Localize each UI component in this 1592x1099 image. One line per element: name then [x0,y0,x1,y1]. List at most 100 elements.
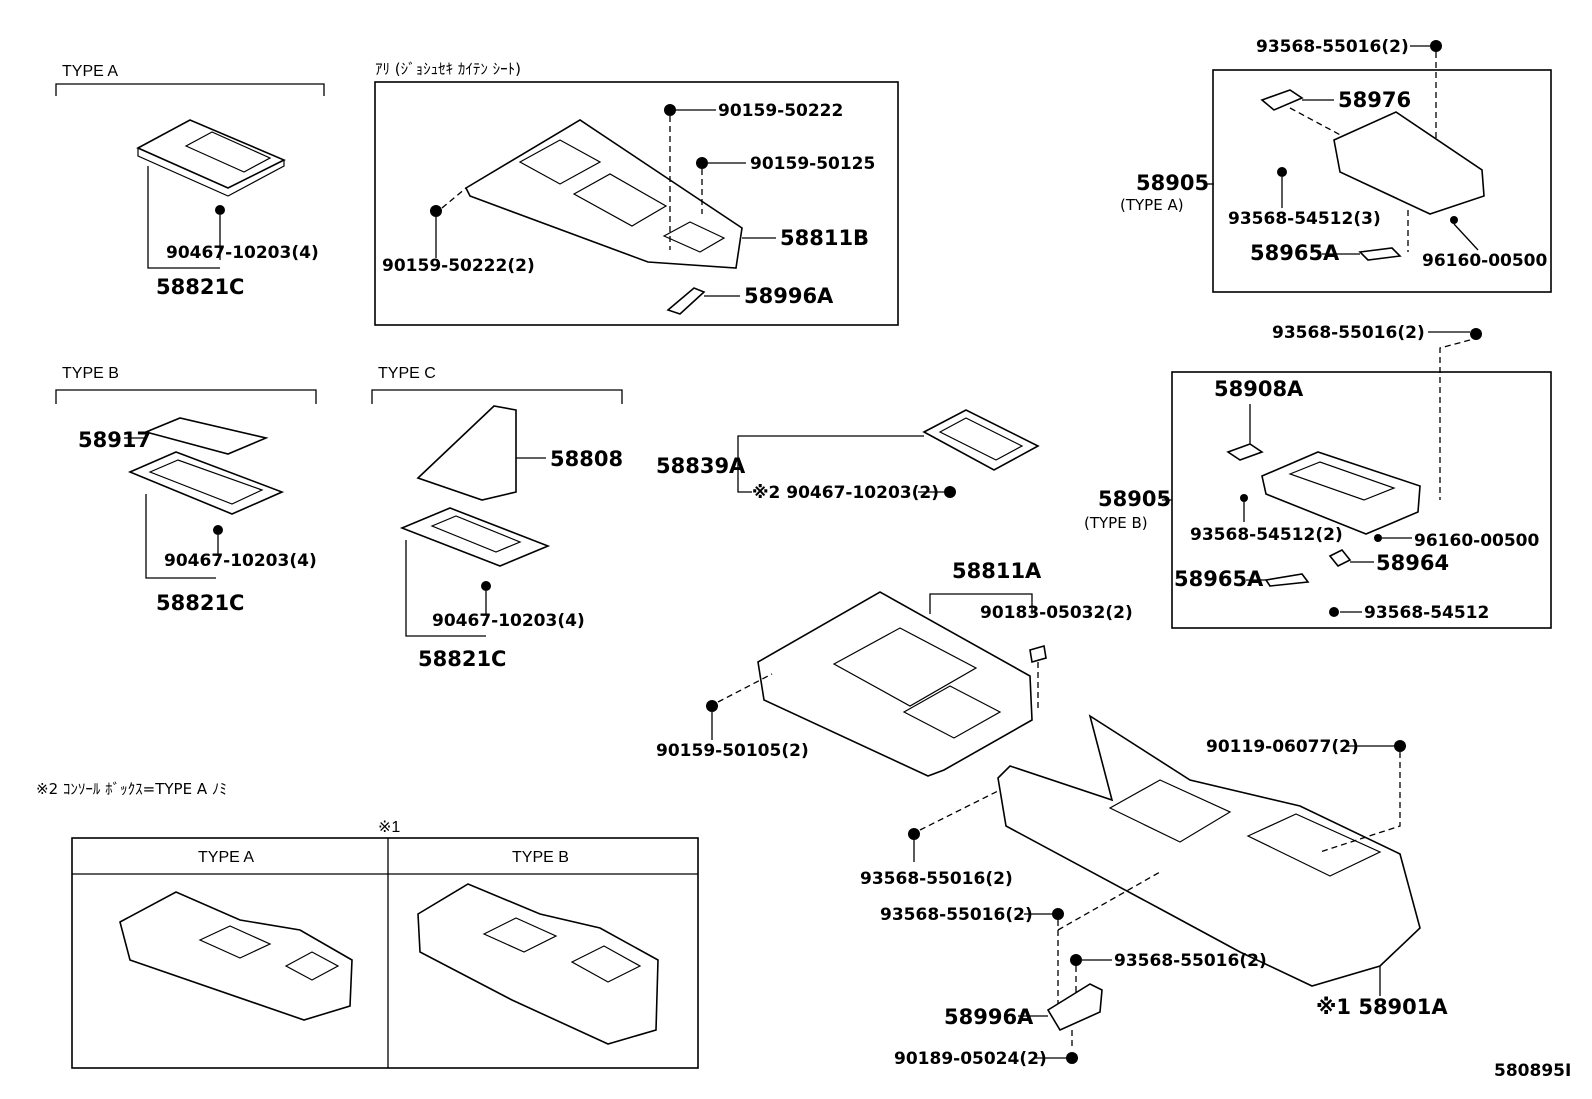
type-c-bracket [371,389,623,404]
tray-58821c-b [127,451,285,515]
lock-58964 [1328,548,1352,568]
label-58996a-bot: 58996A [944,1005,1034,1029]
type-a-bracket [55,83,325,96]
plate-58821c-c [399,507,551,567]
table-border [71,837,699,1069]
label-93568-55016-d: 93568-55016(2) [880,905,1033,925]
label-90467-b: 90467-10203(4) [164,551,317,571]
label-96160-a: 96160-00500 [1422,251,1548,271]
tray-58821c-b-inner [148,459,264,505]
table-header-type-a: TYPE A [198,849,254,866]
screw-icon-93568-55016-d [1052,908,1064,920]
label-90467-a: 90467-10203(4) [166,243,319,263]
screw-icon-90159-50125 [696,157,708,169]
rear-console-tray-3 [662,221,726,253]
armrest-lid-58905-b [1261,451,1421,535]
front-console-opening [832,627,978,707]
label-58811a: 58811A [952,559,1042,583]
armrest-lid-58905-a [1333,111,1485,215]
dash-93568-55016-b [1439,339,1471,500]
screw-icon-90119 [1394,740,1406,752]
ari-group: ｱﾘ (ｼﾞｮｼｭｾｷ ｶｲﾃﾝ ｼｰﾄ) 90159-50222 90159-… [374,60,899,326]
latch-58965a-b [1264,573,1310,587]
label-type-b-paren: (TYPE B) [1084,514,1148,532]
screw-icon-90159-50105 [706,700,718,712]
label-58908a: 58908A [1214,377,1304,401]
label-58965a-b: 58965A [1174,567,1264,591]
tray-58839a [922,409,1040,471]
dash-93568-55016-c [919,789,1001,831]
label-90159-50105: 90159-50105(2) [656,741,809,761]
mat-58917 [143,417,269,455]
bracket-58839a [737,435,924,472]
label-58901a: ※1 58901A [1316,995,1448,1019]
label-58821c-b: 58821C [156,591,244,615]
label-90159-50222-2: 90159-50222(2) [382,256,535,276]
label-58976: 58976 [1338,88,1411,112]
console-type-b-image [417,883,659,1045]
type-b-group: TYPE B 58917 90467-10203(4) 58821C [55,365,317,615]
screw-icon-90189 [1066,1052,1078,1064]
label-93568-55016-a: 93568-55016(2) [1256,37,1409,57]
cover-panel-opening [184,131,272,173]
bracket-58821c-b [145,494,216,579]
label-93568-55016-e: 93568-55016(2) [1114,951,1267,971]
label-58821c-c: 58821C [418,647,506,671]
label-58965a-a: 58965A [1250,241,1340,265]
type-b-header: TYPE B [62,365,119,382]
main-console-cup-opening [1246,813,1382,877]
clip-90183-icon [1029,644,1047,664]
bracket-58996a-bot [1046,983,1103,1032]
console-58811a-group: 58811A 90183-05032(2) 90159-50105(2) [656,559,1133,777]
console-type-a-tray [198,925,272,959]
clip-icon-b [213,525,223,535]
label-90159-50222: 90159-50222 [718,101,843,121]
label-58996a-top: 58996A [744,284,834,308]
main-console-shift-opening [1108,779,1232,843]
console-type-b-tray [482,917,558,953]
screw-icon-93568-55016-a [1430,40,1442,52]
tray-58839a-inner [938,417,1024,461]
screw-icon-90159-50222 [664,104,676,116]
boot-58808 [416,405,517,501]
screw-icon-93568-55016-b [1470,328,1482,340]
bracket-58996a-top [666,287,706,315]
label-93568-54512-2: 93568-54512(2) [1190,525,1343,545]
front-console-opening-2 [902,685,1002,739]
clip-icon [215,205,225,215]
leader-96160-a [1453,223,1479,251]
label-96160-b: 96160-00500 [1414,531,1540,551]
cover-panel-edge [137,148,285,197]
label-58811b: 58811B [780,226,869,250]
clip-icon-x2 [944,486,956,498]
type-comparison-table: ※1 TYPE A TYPE B [71,819,699,1069]
bracket-58821c-a [147,166,220,269]
screw-icon-93568-54512-3 [1277,167,1287,177]
leader-58839a-clip [737,472,752,493]
console-58901a-group: 90119-06077(2) 93568-55016(2) 93568-5501… [860,714,1448,1069]
bracket-58811a [929,593,1033,614]
diagram-id: 580895I [1494,1061,1571,1081]
label-93568-55016-b: 93568-55016(2) [1272,323,1425,343]
label-58839a: 58839A [656,454,746,478]
label-type-a-paren: (TYPE A) [1120,196,1184,214]
label-58821c-a: 58821C [156,275,244,299]
type-c-group: TYPE C 58808 90467-10203(4) 58821C [371,365,623,671]
bracket-58821c-c [405,540,486,637]
main-console-58901a [997,714,1421,987]
dash-90159-50222-2 [441,187,467,209]
label-90119: 90119-06077(2) [1206,737,1359,757]
type-a-group: TYPE A 90467-10203(4) 58821C [55,63,325,299]
console-type-b-box [570,945,642,983]
screw-icon-93568-55016-c [908,828,920,840]
label-93568-54512-3: 93568-54512(3) [1228,209,1381,229]
table-note-mark: ※1 [378,819,400,836]
label-90467-c: 90467-10203(4) [432,611,585,631]
armrest-type-b-group: 93568-55016(2) 58908A 58905 (TYPE B) 935… [1084,323,1552,629]
dash-90119 [1319,752,1401,853]
ari-header: ｱﾘ (ｼﾞｮｼｭｾｷ ｶｲﾃﾝ ｼｰﾄ) [375,60,521,78]
label-90189: 90189-05024(2) [894,1049,1047,1069]
rear-console-tray-2 [572,173,668,227]
screw-icon-93568-54512-2 [1240,494,1248,502]
